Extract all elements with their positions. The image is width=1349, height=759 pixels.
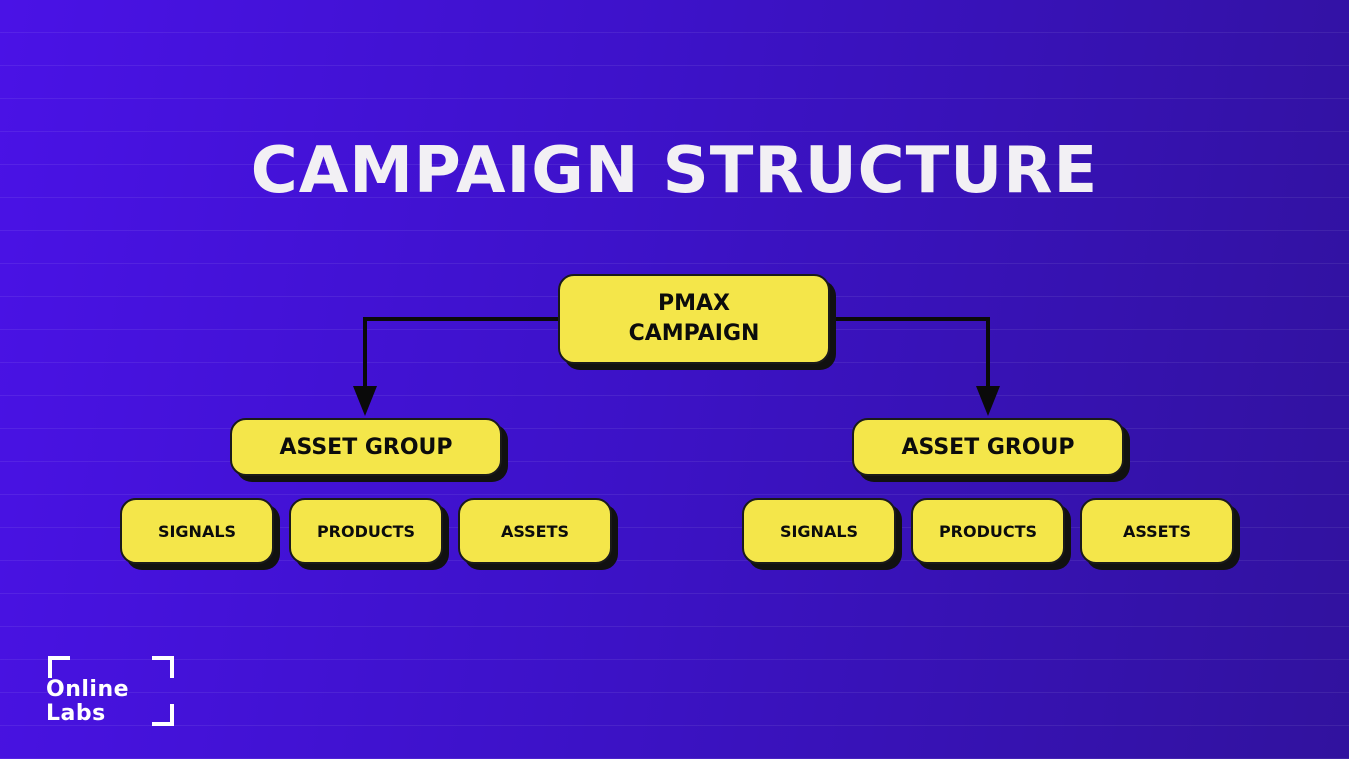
root-node-line1: PMAX [657,291,730,316]
leaf-node-products-right: PRODUCTS [911,498,1065,564]
arrowhead-right [976,386,1000,416]
root-node-line2: CAMPAIGN [628,321,760,346]
logo-corner-top-left [48,656,70,678]
leaf-label: PRODUCTS [316,521,416,541]
leaf-node-products-left: PRODUCTS [289,498,443,564]
leaf-label: ASSETS [1122,521,1192,541]
asset-group-node-right: ASSET GROUP [852,418,1124,476]
brand-logo: Online Labs [46,656,174,726]
leaf-label: ASSETS [500,521,570,541]
root-node-pmax-campaign: PMAX CAMPAIGN [558,274,830,364]
connector-left [363,317,558,390]
asset-group-label-right: ASSET GROUP [901,434,1075,460]
arrowhead-left [353,386,377,416]
logo-text-line2: Labs [46,701,106,726]
logo-corner-bottom-right [152,704,174,726]
leaf-label: SIGNALS [779,521,859,541]
logo-text-line1: Online [46,677,130,702]
leaf-label: PRODUCTS [938,521,1038,541]
leaf-node-assets-left: ASSETS [458,498,612,564]
logo-corner-top-right [152,656,174,678]
leaf-node-signals-right: SIGNALS [742,498,896,564]
leaf-label: SIGNALS [157,521,237,541]
asset-group-node-left: ASSET GROUP [230,418,502,476]
connector-right [830,317,990,390]
leaf-node-signals-left: SIGNALS [120,498,274,564]
slide-title: CAMPAIGN STRUCTURE [250,134,1099,208]
asset-group-label-left: ASSET GROUP [279,434,453,460]
leaf-node-assets-right: ASSETS [1080,498,1234,564]
